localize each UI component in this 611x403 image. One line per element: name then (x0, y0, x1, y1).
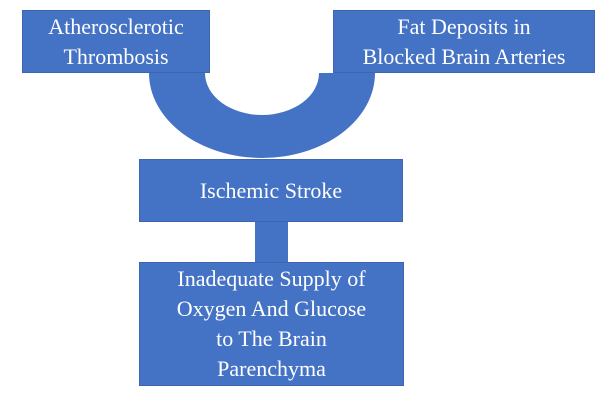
node-inadequate-supply: Inadequate Supply of Oxygen And Glucose … (139, 262, 404, 386)
node-ischemic-stroke: Ischemic Stroke (139, 159, 403, 222)
u-curve-shape (149, 73, 375, 158)
node-label-line: Oxygen And Glucose (176, 296, 367, 321)
node-atherosclerotic-thrombosis: Atherosclerotic Thrombosis (22, 10, 210, 73)
node-label-line: Fat Deposits in (397, 13, 531, 39)
vertical-connector (255, 221, 288, 263)
node-label-line: to The Brain (216, 326, 327, 351)
node-label-line: Blocked Brain Arteries (362, 43, 566, 69)
node-label-line: Inadequate Supply of (177, 266, 366, 291)
node-label-line: Thrombosis (63, 43, 169, 69)
node-label-line: Parenchyma (217, 356, 326, 381)
node-fat-deposits-blocked-arteries: Fat Deposits in Blocked Brain Arteries (333, 10, 595, 73)
node-label-line: Ischemic Stroke (199, 177, 343, 203)
node-label-line: Atherosclerotic (48, 13, 184, 39)
